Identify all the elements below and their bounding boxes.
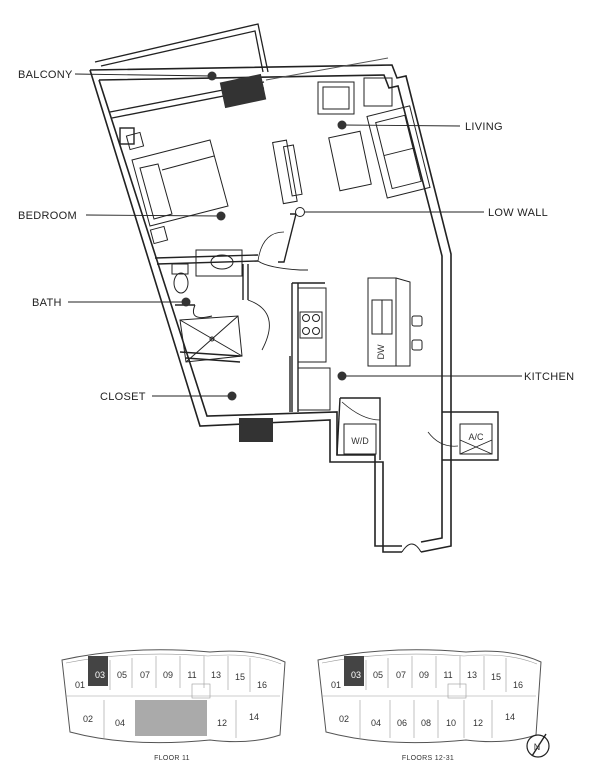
label-living: LIVING	[465, 121, 503, 133]
ac-label: A/C	[468, 432, 484, 442]
svg-text:02: 02	[83, 714, 93, 724]
washer-dryer	[343, 423, 377, 455]
svg-text:N: N	[534, 742, 541, 752]
keyplan-floors-12-31	[317, 649, 542, 744]
svg-text:01: 01	[75, 680, 85, 690]
svg-text:16: 16	[513, 680, 523, 690]
bath-door	[247, 299, 270, 351]
balcony-column	[219, 73, 267, 109]
entry-door	[401, 543, 422, 553]
svg-text:04: 04	[371, 718, 381, 728]
svg-text:08: 08	[421, 718, 431, 728]
kitchen-counter	[297, 287, 331, 411]
label-kitchen: KITCHEN	[524, 371, 574, 383]
svg-text:05: 05	[373, 670, 383, 680]
svg-text:11: 11	[443, 670, 452, 680]
callouts	[68, 73, 522, 397]
side-table	[363, 77, 393, 107]
svg-text:16: 16	[257, 680, 267, 690]
svg-text:12: 12	[217, 718, 227, 728]
bed	[131, 139, 229, 227]
armchair	[317, 81, 355, 115]
svg-text:13: 13	[211, 670, 221, 680]
coffee-table	[328, 130, 372, 192]
svg-text:07: 07	[396, 670, 406, 680]
ac-unit	[459, 423, 493, 455]
label-closet: CLOSET	[100, 391, 146, 403]
svg-text:11: 11	[187, 670, 196, 680]
svg-text:12: 12	[473, 718, 483, 728]
nightstand	[125, 131, 145, 151]
label-low-wall: LOW WALL	[488, 207, 548, 219]
svg-text:10: 10	[446, 718, 456, 728]
exterior-walls	[89, 64, 452, 553]
svg-text:14: 14	[249, 712, 259, 722]
svg-text:09: 09	[419, 670, 429, 680]
svg-text:03: 03	[351, 670, 361, 680]
svg-text:06: 06	[397, 718, 407, 728]
svg-text:01: 01	[331, 680, 341, 690]
north-arrow-icon: N	[526, 733, 550, 758]
label-bath: BATH	[32, 297, 62, 309]
svg-text:14: 14	[505, 712, 515, 722]
svg-text:07: 07	[140, 670, 150, 680]
dishwasher-label: DW	[376, 344, 386, 359]
nightstand	[149, 225, 169, 245]
svg-text:03: 03	[95, 670, 105, 680]
bedroom-door	[257, 260, 308, 271]
svg-text:15: 15	[491, 672, 501, 682]
keyplan-1-caption: FLOOR 11	[154, 755, 190, 762]
svg-text:05: 05	[117, 670, 127, 680]
washer-dryer-label: W/D	[351, 436, 369, 446]
bath-fixtures	[171, 249, 243, 363]
svg-text:09: 09	[163, 670, 173, 680]
keyplan-floor-11	[61, 649, 286, 744]
keyplan-1-units: 01 03 05 07 09 11 13 15 16 02 04 12 14	[75, 670, 267, 728]
closet-column	[239, 418, 273, 442]
svg-text:13: 13	[467, 670, 477, 680]
svg-text:15: 15	[235, 672, 245, 682]
sofa	[366, 105, 431, 199]
label-balcony: BALCONY	[18, 69, 73, 81]
kitchen-island	[367, 277, 423, 367]
keyplan-2-units: 01 03 05 07 09 11 13 15 16 02 04 06 08 1…	[331, 670, 523, 728]
media-console	[272, 139, 303, 205]
label-bedroom: BEDROOM	[18, 210, 77, 222]
keyplan-2-caption: FLOORS 12-31	[402, 755, 454, 762]
svg-text:04: 04	[115, 718, 125, 728]
svg-text:02: 02	[339, 714, 349, 724]
